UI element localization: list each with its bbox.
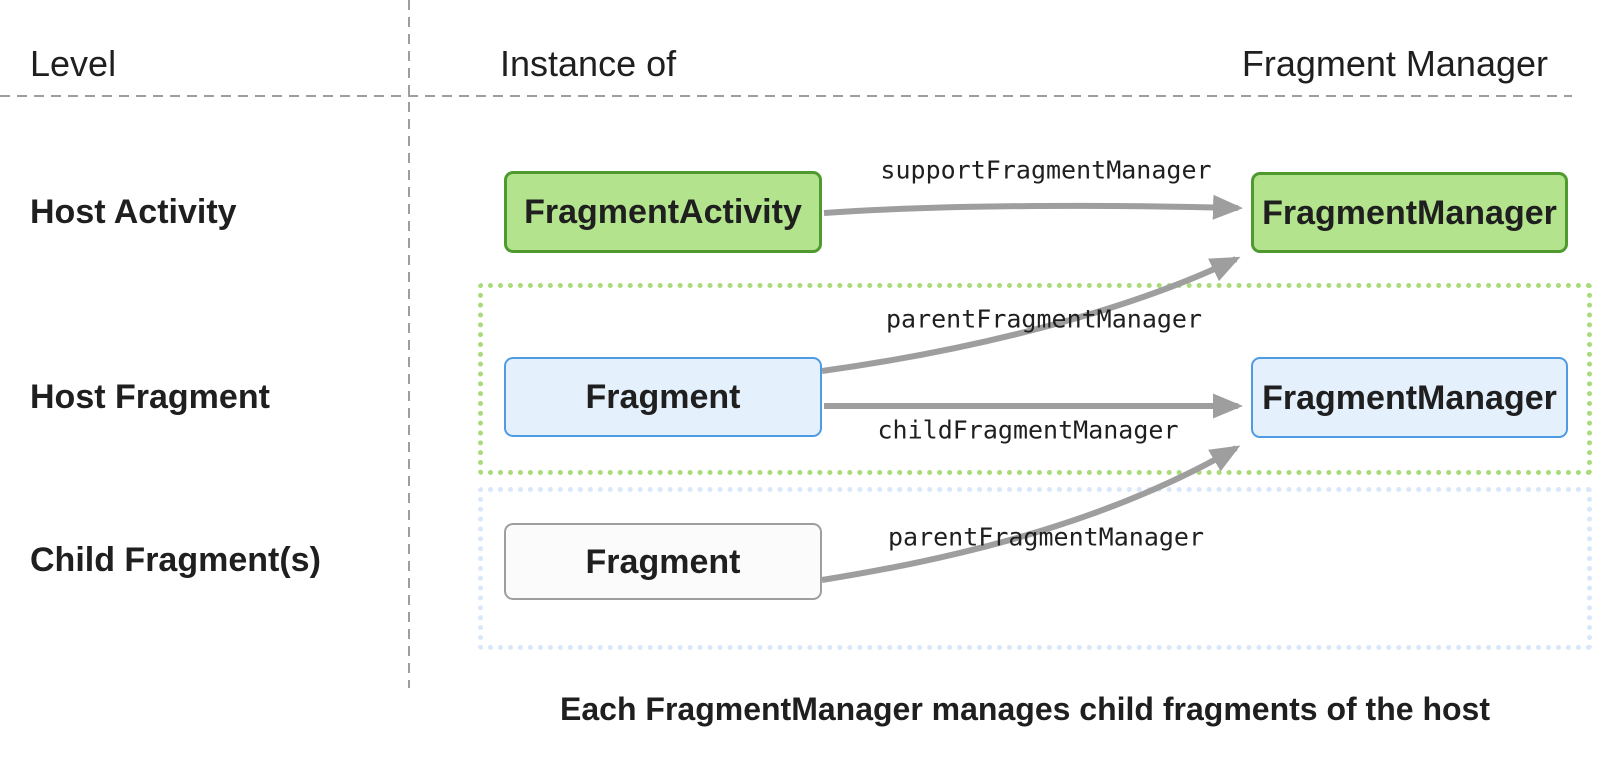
node-host-fragment: Fragment [504,357,822,437]
edge-label-parent-fragment-manager-child: parentFragmentManager [887,522,1205,552]
level-column-divider-dashed-line [408,0,410,688]
row-label-host-fragment: Host Fragment [30,378,270,416]
edge-label-parent-fragment-manager-host: parentFragmentManager [885,304,1203,334]
column-header-level: Level [30,43,117,84]
edge-label-child-fragment-manager: childFragmentManager [877,415,1179,445]
node-host-fragment-manager: FragmentManager [1251,357,1568,438]
node-fragment-activity: FragmentActivity [504,171,822,253]
edge-label-support-fragment-manager: supportFragmentManager [880,155,1212,185]
column-header-instance-of: Instance of [500,43,677,84]
diagram-caption: Each FragmentManager manages child fragm… [560,691,1490,727]
node-child-fragment: Fragment [504,523,822,600]
column-header-fragment-manager: Fragment Manager [1241,43,1548,84]
header-divider-dashed-line [0,95,1572,97]
node-activity-fragment-manager: FragmentManager [1251,172,1568,253]
edge-support-fragment-manager [823,194,1243,220]
row-label-host-activity: Host Activity [30,193,237,231]
row-label-child-fragments: Child Fragment(s) [30,541,321,579]
